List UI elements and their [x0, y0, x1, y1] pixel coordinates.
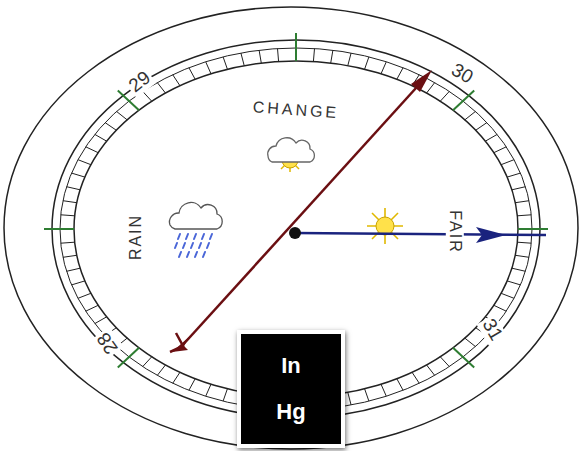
scale-tick: [72, 173, 85, 177]
scale-tick: [397, 68, 403, 80]
scale-tick: [278, 49, 279, 62]
scale-tick: [440, 91, 449, 101]
scale-tick: [78, 293, 91, 298]
scale-tick: [72, 281, 85, 285]
scale-tick: [365, 389, 369, 401]
scale-tick: [427, 365, 435, 376]
scale-tick: [517, 215, 531, 216]
scale-tick: [501, 293, 514, 298]
unit-text: In Hg: [269, 343, 313, 435]
scale-tick: [241, 53, 244, 66]
scale-tick: [157, 365, 165, 376]
scale-tick: [313, 49, 314, 62]
scale-tick: [206, 384, 211, 396]
scale-tick: [86, 305, 99, 311]
scale-tick: [143, 357, 152, 367]
scale-tick: [453, 90, 474, 110]
scale-tick: [494, 147, 507, 153]
scale-tick: [67, 187, 81, 190]
scale-tick: [515, 255, 529, 257]
scale-tick: [485, 134, 497, 141]
scale-tick: [63, 255, 77, 257]
scale-tick: [507, 173, 520, 177]
scale-tick: [67, 268, 81, 271]
scale-tick: [118, 348, 139, 368]
scale-tick: [518, 228, 548, 230]
scale-tick: [44, 228, 74, 230]
scale-tick: [412, 372, 419, 383]
scale-tick: [440, 357, 449, 367]
scale-tick: [173, 372, 180, 383]
change-icon: [268, 138, 315, 172]
scale-tick: [223, 389, 227, 401]
scale-tick: [494, 305, 507, 311]
scale-tick: [465, 111, 476, 120]
scale-tick: [476, 123, 487, 131]
scale-tick: [223, 57, 227, 69]
scale-tick: [206, 62, 211, 74]
scale-tick: [189, 68, 195, 80]
scale-tick: [117, 111, 128, 120]
fair-icon: [367, 208, 403, 244]
weather-word: RAIN: [127, 212, 145, 262]
scale-tick: [515, 201, 529, 203]
scale-tick: [95, 134, 107, 141]
scale-tick: [381, 62, 386, 74]
scale-tick: [295, 33, 297, 61]
scale-tick: [365, 57, 369, 69]
scale-tick: [517, 242, 531, 243]
weather-word: FAIR: [446, 208, 464, 256]
scale-tick: [61, 242, 75, 243]
scale-tick: [501, 160, 514, 165]
scale-tick: [512, 268, 526, 271]
scale-tick: [63, 201, 77, 203]
unit-box: In Hg: [237, 330, 345, 448]
scale-tick: [95, 317, 107, 324]
scale-tick: [453, 348, 474, 368]
scale-tick: [348, 392, 351, 405]
scale-tick: [331, 50, 333, 63]
indicator-hand: [289, 227, 546, 243]
scale-tick: [78, 160, 91, 165]
scale-tick: [348, 53, 351, 66]
scale-tick: [61, 215, 75, 216]
set-hand: [170, 70, 432, 352]
scale-tick: [512, 187, 526, 190]
scale-tick: [397, 379, 403, 391]
rain-icon: [169, 202, 222, 257]
scale-tick: [189, 379, 195, 391]
scale-tick: [465, 338, 476, 347]
scale-tick: [381, 384, 386, 396]
scale-tick: [143, 91, 152, 101]
scale-tick: [507, 281, 520, 285]
scale-tick: [86, 147, 99, 153]
scale-tick: [157, 83, 165, 94]
dial-rim: [4, 7, 578, 449]
scale-tick: [427, 83, 435, 94]
scale-tick: [259, 50, 261, 63]
scale-tick: [173, 75, 180, 86]
scale-tick: [105, 123, 116, 131]
